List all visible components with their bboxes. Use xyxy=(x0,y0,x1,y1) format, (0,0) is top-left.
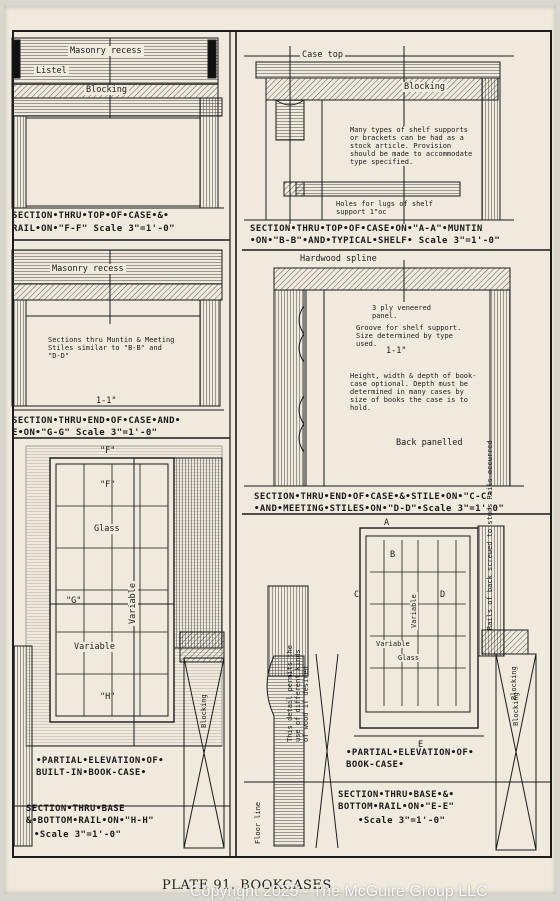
bookcase-frame xyxy=(359,527,479,729)
aa-case-top-label: Case top xyxy=(300,50,345,60)
ee-subtitle: BOTTOM•RAIL•ON•"E-E" xyxy=(338,802,455,812)
hh-subtitle: &•BOTTOM•RAIL•ON•"H-H" xyxy=(26,816,155,826)
hh-floor-label: Floor line xyxy=(254,801,262,844)
builtin-subtitle: BUILT-IN•BOOK-CASE• xyxy=(36,768,147,778)
builtin-f-mark-2: "F" xyxy=(100,480,116,490)
aa-blocking-label: Blocking xyxy=(402,82,447,92)
bookcase-e-mark: E xyxy=(418,740,424,750)
bookcase-a-mark: A xyxy=(384,518,390,528)
gg-note: Sections thru Muntin & Meeting Stiles si… xyxy=(48,336,175,360)
bookcase-c-mark: C xyxy=(354,590,360,600)
builtin-variable-vertical: Variable xyxy=(128,581,138,626)
cc-section-subtitle: •AND•MEETING•STILES•ON•"D-D"•Scale 3"=1'… xyxy=(254,504,505,514)
plate-drawing xyxy=(11,30,552,858)
builtin-glass-label: Glass xyxy=(92,524,122,534)
plate-caption: PLATE 91. BOOKCASES xyxy=(162,878,332,893)
aa-section-title: SECTION•THRU•TOP•OF•CASE•ON•"A-A"•MUNTIN xyxy=(250,224,483,234)
cc-groove-label: Groove for shelf support. Size determine… xyxy=(356,324,462,348)
copyright-watermark: Copyright 2025 - The McGuire Group LLC xyxy=(190,883,488,900)
hh-title: SECTION•THRU•BASE xyxy=(26,804,125,814)
plate-frame xyxy=(12,30,552,858)
cc-height-note: Height, width & depth of book-case optio… xyxy=(350,372,477,412)
gg-dimension: 1-1" xyxy=(96,396,117,406)
bookcase-glass-label: Glass xyxy=(396,654,422,662)
ee-detail-note: This detail permits the use of different… xyxy=(286,645,310,742)
ff-masonry xyxy=(11,37,219,85)
bookcase-d-mark: D xyxy=(440,590,446,600)
bookcase-variable-horizontal: Variable xyxy=(374,640,412,648)
gg-masonry-label: Masonry recess xyxy=(50,264,126,274)
bookcase-b-mark: B xyxy=(390,550,396,560)
bookcase-rails-note: Rails of back screwed to studs Rails occ… xyxy=(486,440,494,630)
bookcase-subtitle: BOOK-CASE• xyxy=(346,760,405,770)
aa-section-subtitle: •ON•"B-B"•AND•TYPICAL•SHELF• Scale 3"=1'… xyxy=(250,236,501,246)
ee-blocking-label: Blocking xyxy=(510,666,518,700)
builtin-title: •PARTIAL•ELEVATION•OF• xyxy=(36,756,165,766)
ff-section-title: SECTION•THRU•TOP•OF•CASE•&• xyxy=(12,211,170,221)
aa-case-top xyxy=(255,61,501,79)
ff-blocking-label: Blocking xyxy=(84,85,129,95)
aa-holes-note: Holes for lugs of shelf support 1"oc xyxy=(336,200,433,216)
gg-section-title: SECTION•THRU•END•OF•CASE•AND• xyxy=(12,416,181,426)
builtin-g-mark: "G" xyxy=(66,596,82,606)
cc-section-title: SECTION•THRU•END•OF•CASE•&•STILE•ON•"C-C… xyxy=(254,492,493,502)
cc-spline-label: Hardwood spline xyxy=(298,254,379,264)
plate-page: Masonry recess Listel Blocking SECTION•T… xyxy=(4,6,556,900)
ee-scale: •Scale 3"=1'-0" xyxy=(358,816,446,826)
bookcase-title: •PARTIAL•ELEVATION•OF• xyxy=(346,748,475,758)
builtin-variable-horizontal: Variable xyxy=(72,642,117,652)
cc-back-label: Back panelled xyxy=(394,438,465,448)
cc-ply-label: 3 ply veneered panel. xyxy=(372,304,432,320)
bookcase-variable-vertical: Variable xyxy=(410,592,418,630)
ee-title: SECTION•THRU•BASE•&• xyxy=(338,790,455,800)
aa-shelf-support-note: Many types of shelf supports or brackets… xyxy=(348,126,480,166)
cc-dimension: 1-1" xyxy=(386,346,407,356)
ff-masonry-label: Masonry recess xyxy=(68,46,144,56)
hh-blocking-label: Blocking xyxy=(200,694,208,728)
builtin-f-mark: "F" xyxy=(100,446,116,456)
hh-scale: •Scale 3"=1'-0" xyxy=(34,830,122,840)
gg-section-subtitle: E•ON•"G-G" Scale 3"=1'-0" xyxy=(12,428,158,438)
ff-lintel-label: Listel xyxy=(34,66,69,76)
ff-section-subtitle: RAIL•ON•"F-F" Scale 3"=1'-0" xyxy=(12,224,175,234)
builtin-h-mark: "H" xyxy=(100,692,116,702)
